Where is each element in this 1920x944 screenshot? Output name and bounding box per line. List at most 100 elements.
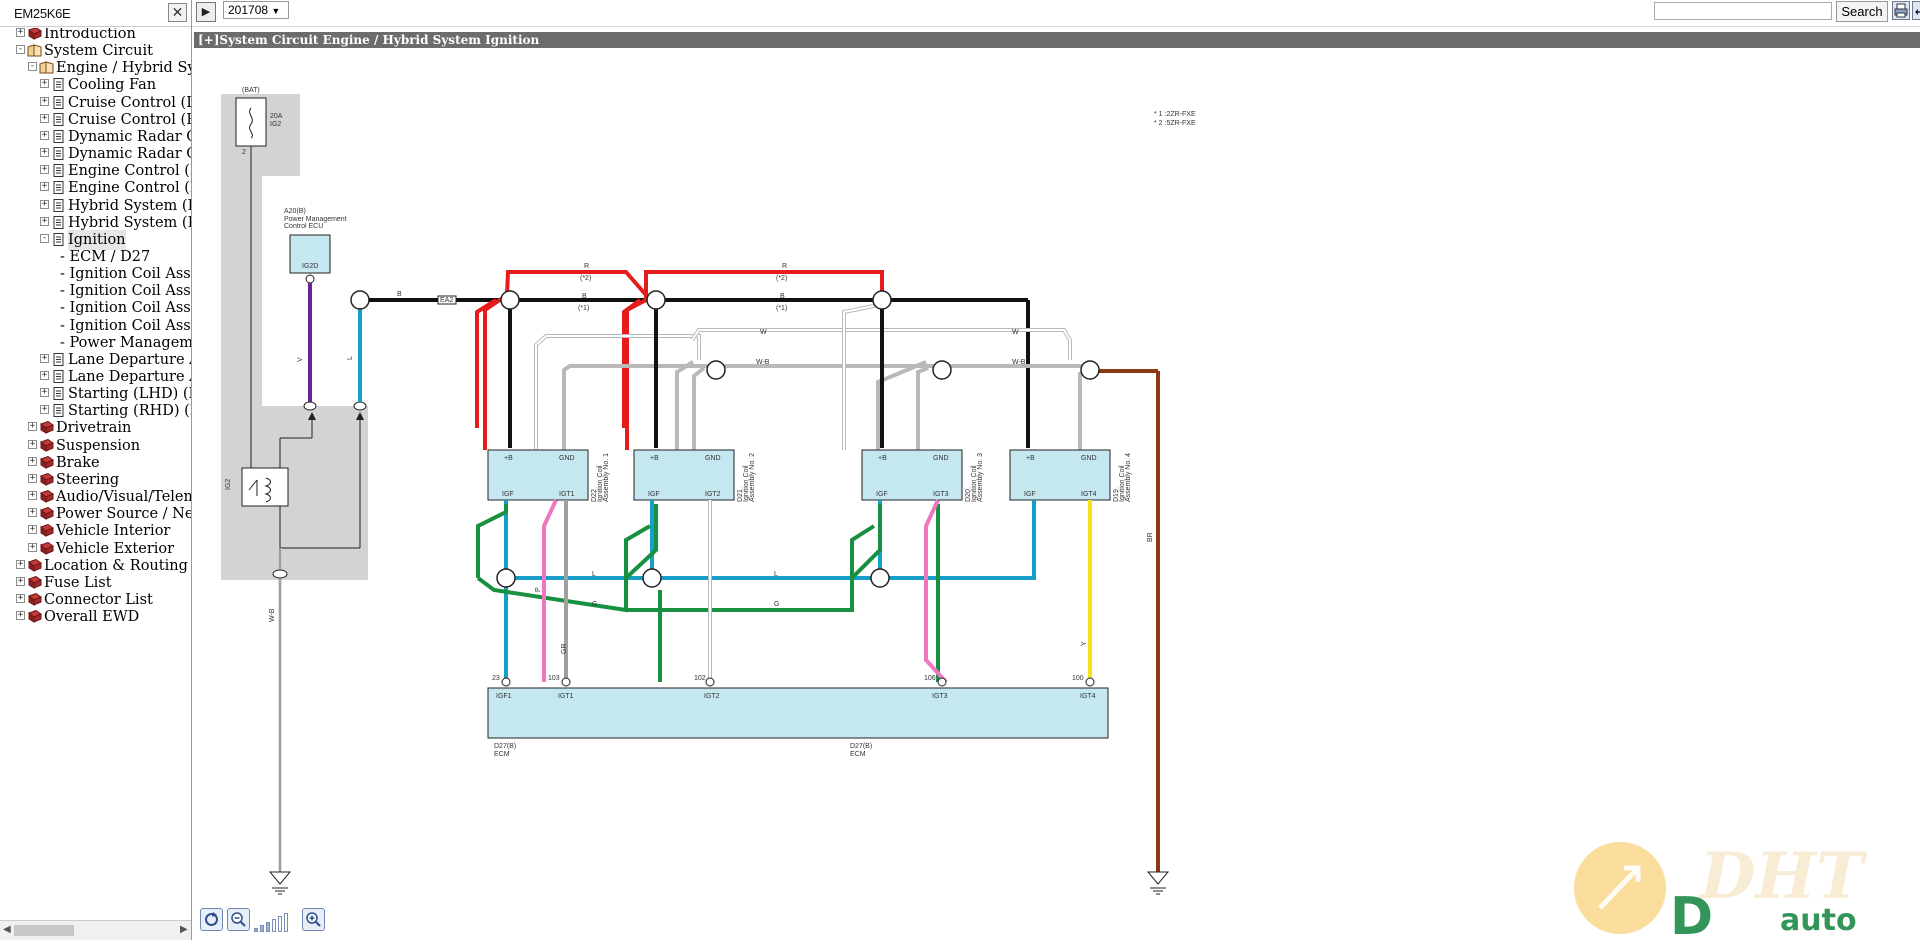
tree-item[interactable]: +Starting (RHD) (Hybrid) (0, 401, 191, 421)
coil-1-pin-igf: IGF (502, 491, 514, 498)
wiring-diagram[interactable]: (BAT) 20A IG2 2 IG2 A20(B) Power Managem… (194, 50, 1920, 898)
tree-item[interactable]: +Starting (LHD) (Hybrid) (0, 384, 191, 404)
coil-1-pin-b: +B (504, 455, 513, 462)
expand-icon[interactable]: + (28, 524, 37, 535)
tree-item[interactable]: - Ignition Coil Assembly No. 1 (0, 264, 191, 284)
tree-item[interactable]: +Vehicle Exterior (0, 539, 191, 559)
scroll-thumb[interactable] (14, 925, 74, 936)
expand-icon[interactable]: + (28, 472, 37, 483)
tree-item[interactable]: +Engine Control (LHD) (0, 161, 191, 181)
tree-item[interactable]: +Cruise Control (LHD) (0, 93, 191, 113)
tree-item-label: Introduction (44, 28, 136, 42)
tree-item-label: System Circuit (44, 43, 153, 60)
expand-icon[interactable]: + (40, 215, 49, 226)
expand-icon[interactable]: + (40, 129, 49, 140)
book-icon (39, 541, 54, 555)
tree-item[interactable]: +Dynamic Radar Cruise Control (LHD) (0, 127, 191, 147)
ig2-relay: IG2 (225, 467, 289, 507)
zoom-out-button[interactable] (227, 908, 250, 931)
tree-item[interactable]: +Overall EWD (0, 607, 191, 627)
collapse-icon[interactable]: - (16, 44, 25, 55)
tree-item-label: Cooling Fan (68, 77, 157, 94)
tree-item[interactable]: -Ignition (0, 229, 191, 250)
tree-item[interactable]: +Location & Routing (0, 556, 191, 576)
expand-icon[interactable]: + (16, 592, 25, 603)
tree-item[interactable]: -Engine / Hybrid System (0, 58, 191, 78)
tree-item[interactable]: - ECM / D27 (0, 247, 191, 267)
bat-label: (BAT) (242, 87, 260, 94)
expand-icon[interactable]: + (16, 28, 25, 37)
expand-icon[interactable]: + (28, 490, 37, 501)
tree-item[interactable]: +Cruise Control (RHD) (0, 110, 191, 130)
tree-item[interactable]: + Drivetrain (0, 418, 191, 438)
tree-item[interactable]: - System Circuit (0, 41, 191, 61)
tree-item[interactable]: - Ignition Coil Assembly No. 4 (0, 316, 191, 336)
expand-icon[interactable]: + (16, 610, 25, 621)
tree-item[interactable]: +Lane Departure Alert (LHD) (0, 350, 191, 370)
scroll-left-icon[interactable]: ◀ (3, 924, 11, 935)
expand-icon[interactable]: + (16, 558, 25, 569)
expand-icon[interactable]: + (28, 455, 37, 466)
expand-icon[interactable]: + (28, 541, 37, 552)
tree-item[interactable]: +Steering (0, 470, 191, 490)
ecm-code-right: D27(B) (850, 743, 872, 750)
expand-icon[interactable]: + (40, 78, 49, 89)
tree-item[interactable]: +Suspension (0, 436, 191, 456)
expand-icon[interactable]: + (28, 421, 37, 432)
tree-item[interactable]: +Vehicle Interior (0, 521, 191, 541)
tree-item[interactable]: +Lane Departure Alert (RHD) (0, 367, 191, 387)
tree-item[interactable]: - Ignition Coil Assembly No. 2 (0, 281, 191, 301)
tree-item[interactable]: +Engine Control (RHD) (0, 178, 191, 198)
expand-icon[interactable]: + (40, 147, 49, 158)
fuse-ig2: (BAT) 20A IG2 2 (235, 87, 283, 156)
tree-item[interactable]: + Cooling Fan (0, 75, 191, 95)
ecm-pin-num-2: 103 (548, 675, 560, 682)
tree-item[interactable]: +Hybrid System (LHD) (0, 196, 191, 216)
expand-icon[interactable]: + (16, 575, 25, 586)
search-input[interactable] (1654, 2, 1832, 20)
tree-item[interactable]: + Introduction (0, 28, 191, 44)
collapse-icon[interactable]: - (28, 61, 37, 72)
connector-tag: EA2 (440, 297, 453, 304)
expand-icon[interactable]: + (40, 198, 49, 209)
print-icon[interactable] (1892, 1, 1910, 20)
coil-3-pin-igt: IGT3 (933, 491, 949, 498)
tree-item[interactable]: +Fuse List (0, 573, 191, 593)
scroll-right-icon[interactable]: ▶ (180, 924, 188, 935)
tree-item[interactable]: +Brake (0, 453, 191, 473)
wiring-diagram-svg: (BAT) 20A IG2 2 IG2 A20(B) Power Managem… (221, 87, 1196, 895)
tree-item[interactable]: - Ignition Coil Assembly No. 3 (0, 298, 191, 318)
version-select[interactable]: 201708 ▼ (223, 1, 289, 19)
tree-item[interactable]: +Power Source / Network (0, 504, 191, 524)
zoom-level-slider[interactable] (254, 912, 294, 932)
tree-item[interactable]: +Dynamic Radar Cruise Control (RHD) (0, 144, 191, 164)
ecu-code: A20(B) (284, 208, 306, 215)
expand-icon[interactable]: + (40, 352, 49, 363)
tree-item[interactable]: - Power Management Control ECU (0, 333, 191, 353)
expand-icon[interactable]: + (28, 507, 37, 518)
svg-text:DHT: DHT (1698, 839, 1868, 914)
expand-icon[interactable]: + (40, 370, 49, 380)
collapse-icon[interactable]: - (40, 232, 49, 243)
tree-item[interactable]: +Audio/Visual/Telematics (0, 487, 191, 507)
expand-icon[interactable]: + (40, 164, 49, 175)
refresh-button[interactable] (200, 908, 223, 931)
search-button[interactable]: Search (1836, 1, 1888, 22)
tree-item[interactable]: +Connector List (0, 590, 191, 610)
tree-item[interactable]: +Hybrid System (RHD) (0, 213, 191, 233)
expand-icon[interactable]: + (40, 181, 49, 192)
expand-icon[interactable]: + (40, 404, 49, 415)
expand-icon[interactable]: + (40, 112, 49, 123)
document-title: EM25K6E (14, 6, 71, 21)
page-icon (53, 181, 64, 195)
play-button[interactable]: ▶ (196, 2, 216, 22)
expand-icon[interactable]: + (40, 95, 49, 106)
close-button[interactable]: ✕ (168, 3, 187, 22)
horizontal-scrollbar[interactable]: ◀ ▶ (0, 920, 191, 940)
expand-icon[interactable]: + (40, 387, 49, 398)
book-icon (39, 455, 54, 469)
back-icon[interactable] (1912, 1, 1920, 20)
zoom-in-button[interactable] (302, 908, 325, 931)
expand-icon[interactable]: + (28, 438, 37, 449)
tree-item-label: Drivetrain (56, 420, 132, 437)
